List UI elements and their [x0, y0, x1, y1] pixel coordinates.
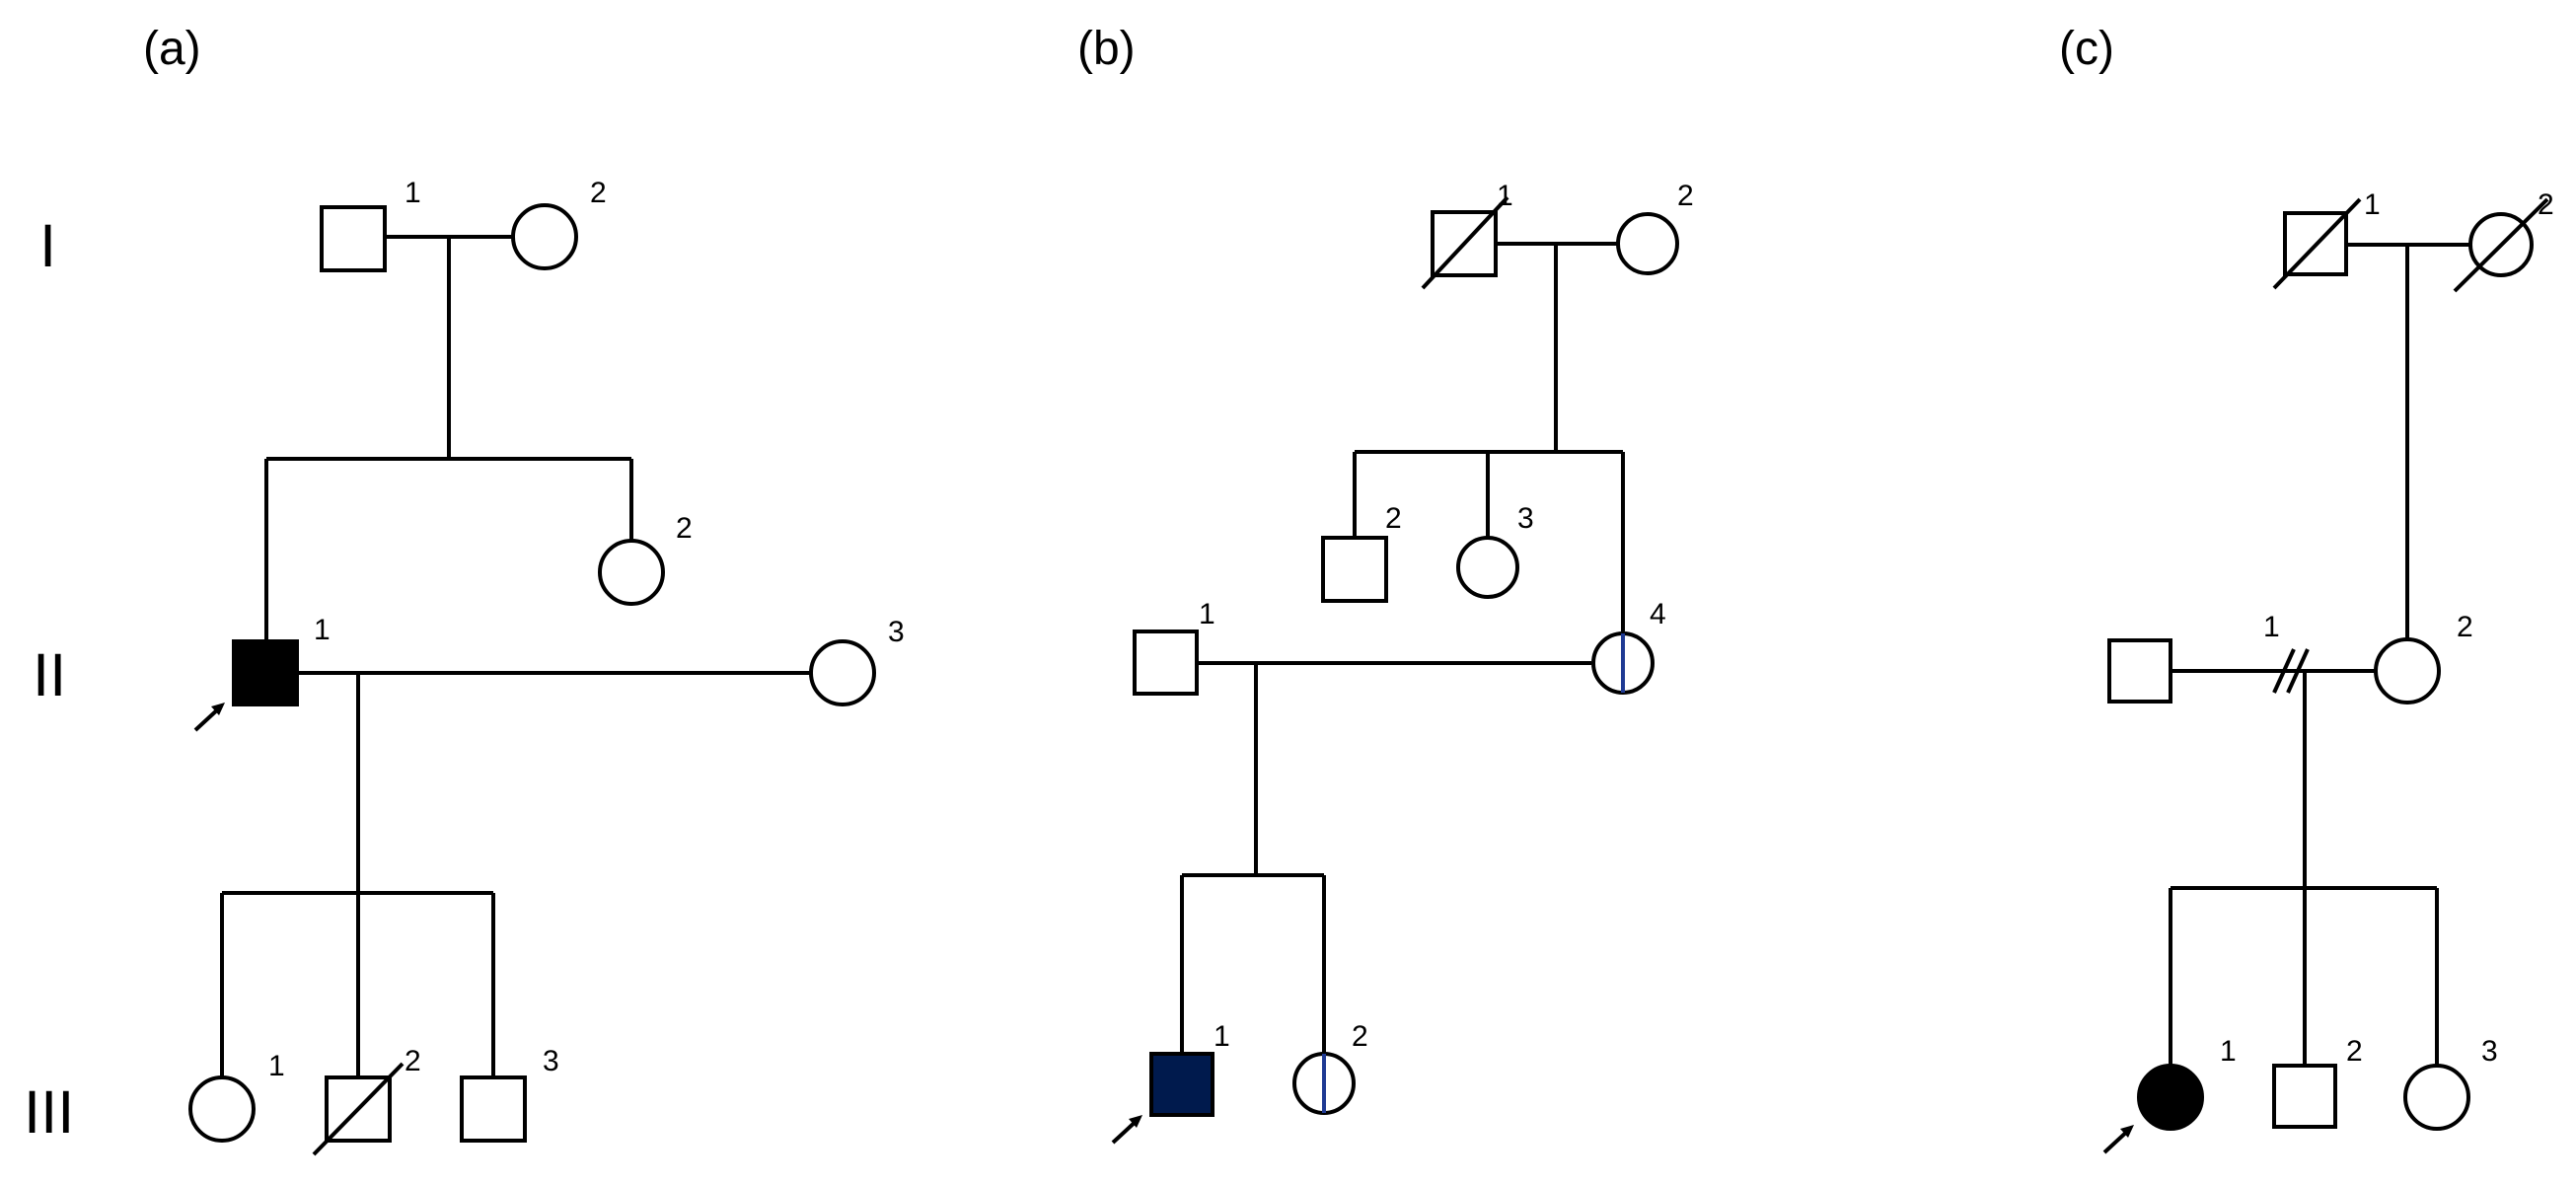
proband-arrow-icon [193, 703, 225, 732]
individual-c-II-2-female [2374, 637, 2441, 704]
id-a-I-1: 1 [405, 177, 421, 209]
individual-a-I-2-female [511, 203, 578, 270]
panel-c-label: (c) [2059, 23, 2114, 75]
id-c-III-2: 2 [2346, 1035, 2363, 1068]
individual-a-II-3-female [809, 639, 876, 706]
id-c-II-2: 2 [2457, 611, 2473, 643]
id-c-II-1: 1 [2263, 611, 2280, 643]
id-b-II-1: 1 [1199, 598, 1215, 630]
id-a-III-2: 2 [405, 1045, 421, 1077]
id-b-I-2: 2 [1677, 180, 1694, 212]
id-c-III-3: 3 [2481, 1035, 2498, 1068]
individual-b-III-1-affected-male [1149, 1052, 1214, 1117]
individual-b-II-2-male [1321, 536, 1388, 603]
id-b-II-3: 3 [1517, 502, 1534, 535]
individual-c-III-1-affected-female [2137, 1064, 2204, 1131]
id-b-I-1: 1 [1497, 180, 1513, 212]
generation-label-I: I [39, 213, 56, 280]
id-c-I-2: 2 [2538, 188, 2554, 221]
individual-a-III-1-female [188, 1075, 256, 1143]
id-a-III-1: 1 [268, 1050, 285, 1082]
divorce-mark-2 [2286, 648, 2310, 694]
individual-b-II-3-female [1456, 536, 1519, 599]
id-c-III-1: 1 [2220, 1035, 2237, 1068]
individual-a-I-1-male [320, 205, 387, 272]
deceased-slash-c-I-2 [2453, 197, 2549, 293]
id-a-III-3: 3 [543, 1045, 559, 1077]
id-a-II-3: 3 [888, 616, 905, 648]
pedigree-c: 1 2 1 2 1 2 3 [2102, 188, 2554, 1154]
individual-c-II-1-male [2107, 638, 2172, 704]
id-b-II-4: 4 [1650, 598, 1666, 630]
individual-c-III-3-female [2403, 1064, 2470, 1131]
id-a-I-2: 2 [590, 177, 607, 209]
id-b-II-2: 2 [1385, 502, 1402, 535]
generation-label-III: III [24, 1079, 74, 1147]
individual-a-II-1-affected-male [232, 639, 299, 706]
panel-b-label: (b) [1077, 23, 1136, 75]
individual-a-II-2-female [598, 539, 665, 606]
deceased-slash-b-I-1 [1421, 195, 1509, 290]
pedigree-a: 1 2 1 2 3 1 2 3 [188, 177, 905, 1156]
deceased-slash-c-I-1 [2272, 197, 2362, 290]
individual-b-II-1-male [1133, 630, 1199, 696]
individual-a-III-3-male [460, 1075, 527, 1143]
proband-arrow-icon [2102, 1125, 2134, 1154]
id-b-III-2: 2 [1352, 1020, 1368, 1053]
proband-arrow-icon [1111, 1115, 1142, 1145]
generation-label-II: II [33, 642, 66, 709]
id-a-II-2: 2 [676, 512, 693, 545]
individual-b-I-2-female [1616, 212, 1679, 275]
individual-c-III-2-male [2272, 1064, 2337, 1129]
pedigree-b: 1 2 2 3 1 4 1 2 [1111, 180, 1694, 1145]
id-a-II-1: 1 [314, 614, 331, 646]
id-c-I-1: 1 [2364, 188, 2381, 221]
divorce-mark-1 [2272, 648, 2296, 694]
deceased-slash-a-III-2 [312, 1062, 405, 1156]
id-b-III-1: 1 [1214, 1020, 1230, 1053]
panel-a-label: (a) [143, 23, 201, 75]
